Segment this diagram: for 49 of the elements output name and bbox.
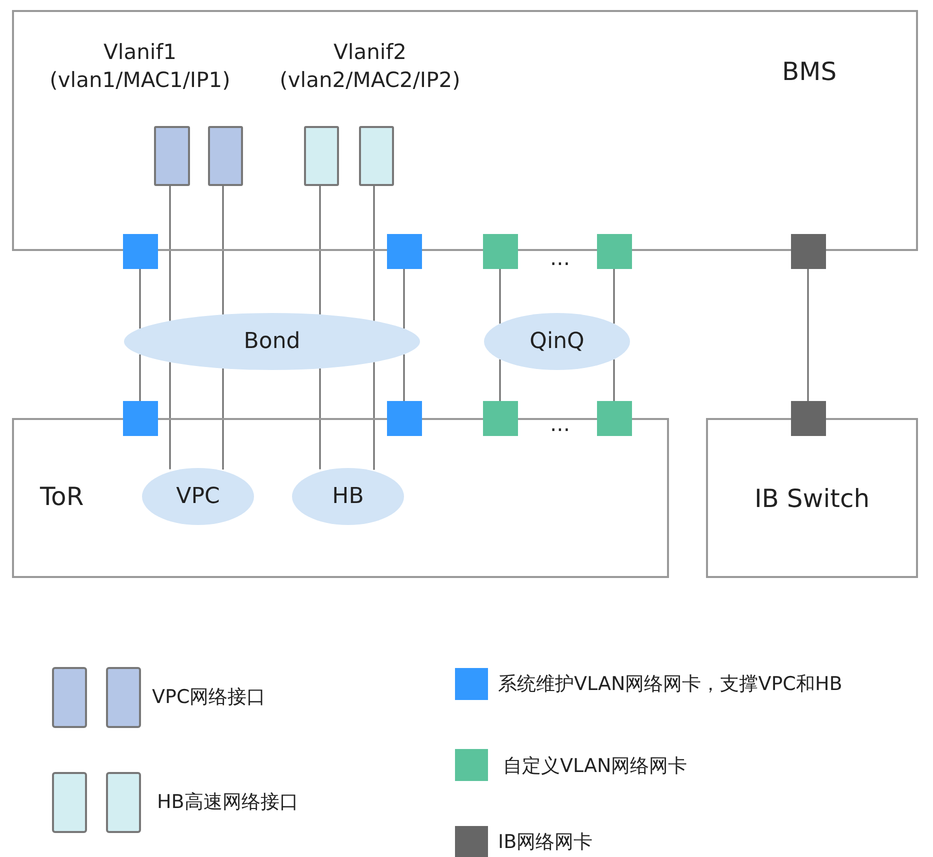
ellipse: HB — [292, 468, 404, 525]
connector-line — [169, 362, 171, 470]
device-box — [12, 10, 918, 251]
connector-line — [613, 359, 615, 401]
connector-line — [139, 354, 141, 401]
box-label: ToR — [40, 482, 84, 511]
nic-square — [123, 401, 158, 436]
connector-line — [499, 269, 501, 324]
interface-port — [304, 126, 339, 186]
interface-port — [359, 126, 394, 186]
connector-line — [373, 184, 375, 321]
connector-line — [403, 269, 405, 329]
label-text: Vlanif2 (vlan2/MAC2/IP2) — [278, 39, 462, 94]
connector-line — [169, 184, 171, 321]
connector-line — [222, 368, 224, 470]
legend-text: 自定义VLAN网络网卡 — [503, 754, 688, 779]
nic-square — [791, 234, 826, 269]
connector-line — [807, 269, 809, 401]
ellipse: QinQ — [484, 313, 630, 370]
nic-square — [483, 401, 518, 436]
nic-square — [387, 401, 422, 436]
ellipse: VPC — [142, 468, 254, 525]
connector-line — [403, 354, 405, 401]
nic-square — [791, 401, 826, 436]
nic-square — [387, 234, 422, 269]
ellipse: Bond — [124, 313, 420, 370]
nic-square — [597, 234, 632, 269]
label-text: Vlanif1 (vlan1/MAC1/IP1) — [48, 39, 232, 94]
legend-text: HB高速网络接口 — [157, 790, 298, 815]
device-box — [12, 418, 669, 578]
interface-port — [208, 126, 243, 186]
connector-line — [373, 362, 375, 470]
legend-text: IB网络网卡 — [498, 830, 593, 855]
nic-square — [123, 234, 158, 269]
connector-line — [319, 184, 321, 315]
nic-square — [483, 234, 518, 269]
connector-line — [613, 269, 615, 324]
connector-line — [222, 184, 224, 315]
connector-line — [499, 359, 501, 401]
nic-square — [597, 401, 632, 436]
legend-text: 系统维护VLAN网络网卡，支撑VPC和HB — [498, 672, 842, 697]
legend-text: VPC网络接口 — [152, 685, 266, 710]
interface-port — [154, 126, 190, 186]
ellipsis: ... — [548, 411, 572, 438]
device-box: IB Switch — [706, 418, 918, 578]
box-label: BMS — [782, 57, 837, 86]
ellipsis: ... — [548, 245, 572, 272]
connector-line — [319, 368, 321, 470]
connector-line — [139, 269, 141, 329]
